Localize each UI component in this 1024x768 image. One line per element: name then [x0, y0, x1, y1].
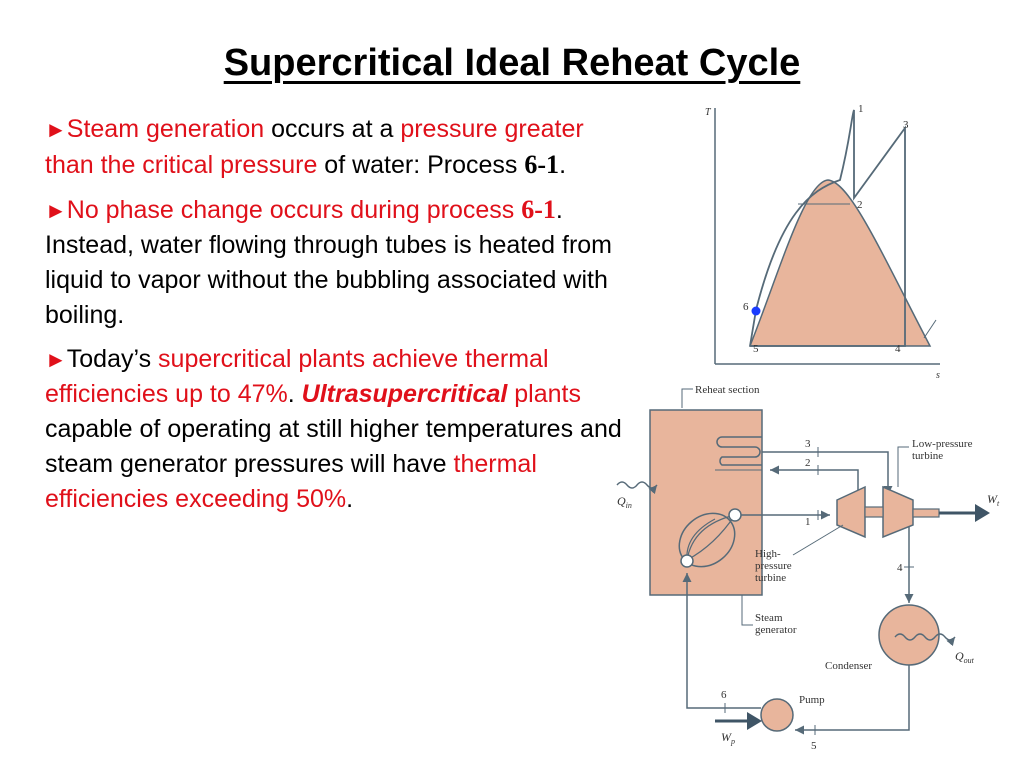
state-2-label: 2: [805, 457, 811, 469]
bullet-arrow-icon: ►: [45, 117, 67, 142]
bullet-arrow-icon: ►: [45, 198, 67, 223]
point-6-label: 6: [743, 301, 749, 313]
condenser: [878, 604, 940, 666]
state-4-label: 4: [897, 562, 903, 574]
output-shaft: [912, 508, 940, 518]
point-1-label: 1: [858, 103, 864, 115]
bullet-2: ►No phase change occurs during process 6…: [45, 192, 623, 333]
reheat-coil: [716, 436, 762, 466]
q-in-label: Qin: [617, 494, 632, 510]
bullet-3-ultra: Ultrasupercritical: [301, 380, 508, 408]
boiler-outlet-node: [728, 508, 742, 522]
bullet-1: ►Steam generation occurs at a pressure g…: [45, 112, 623, 183]
bullet-2-process: 6-1: [521, 195, 556, 224]
point-4-label: 4: [895, 343, 901, 355]
turbine-shaft: [864, 506, 884, 518]
q-out-label: Qout: [955, 649, 975, 665]
t-axis-label: T: [705, 107, 712, 118]
point-5-label: 5: [753, 343, 759, 355]
bullet-3-text-6: capable of operating at still higher tem…: [45, 415, 622, 478]
s-axis-label: s: [936, 370, 940, 381]
pipe-state-3: [762, 451, 893, 495]
bullet-list: ►Steam generation occurs at a pressure g…: [45, 112, 623, 526]
bullet-1-text-4: of water: Process: [317, 151, 525, 179]
w-t-label: Wt: [987, 492, 1000, 508]
steam-generator-leader: [741, 595, 753, 626]
slide-title: Supercritical Ideal Reheat Cycle: [223, 42, 801, 84]
bullet-3-text-7: thermal efficiencies exceeding 50%: [45, 450, 537, 513]
pipe-state-5: [795, 665, 910, 735]
condenser-label: Condenser: [825, 660, 872, 672]
bullet-1-text-1: Steam generation: [66, 115, 265, 143]
bullet-3-text-3: .: [287, 380, 295, 408]
hp-turbine-leader: [792, 524, 844, 556]
bullet-2-text-3: . Instead, water flowing through tubes i…: [45, 196, 612, 329]
vapor-dome: [748, 179, 932, 347]
bullet-3-text-5: plants: [507, 380, 581, 408]
tick-line: [923, 319, 937, 339]
q-in-wave: [616, 481, 658, 495]
ts-diagram: T s 1 2 3 4 5 6: [705, 103, 940, 381]
point-2-label: 2: [857, 199, 863, 211]
reheat-section-leader: [681, 388, 693, 408]
point-3-label: 3: [903, 119, 909, 131]
bullet-arrow-icon: ►: [45, 347, 67, 372]
bullet-1-text-6: .: [559, 151, 567, 179]
state-5-label: 5: [811, 740, 817, 752]
bullet-2-text-1: No phase change occurs during process: [66, 196, 522, 224]
bullet-3: ►Today’s supercritical plants achieve th…: [45, 342, 623, 517]
low-pressure-turbine: [882, 485, 914, 539]
bullet-1-text-2: occurs at a: [264, 115, 401, 143]
pipe-state-6: [682, 573, 761, 709]
reheat-section-label: Reheat section: [695, 384, 760, 396]
w-p-label: Wp: [721, 730, 735, 746]
q-out-wave: [894, 633, 956, 647]
boiler-inlet-node: [680, 554, 694, 568]
cycle-path: [749, 109, 906, 347]
state-6-label: 6: [721, 689, 727, 701]
state-3-label: 3: [805, 438, 811, 450]
steam-generator: [649, 409, 763, 596]
bullet-1-process: 6-1: [524, 150, 560, 179]
bullet-1-text-3: pressure greater than the critical press…: [45, 115, 584, 179]
boiler-tube-line: [686, 514, 736, 561]
lp-turbine-leader: [897, 446, 909, 487]
state-1-label: 1: [805, 516, 811, 528]
pump: [760, 698, 794, 732]
state-6-marker: [751, 306, 761, 316]
bullet-3-text-1: Today’s: [66, 345, 159, 373]
pipe-state-2: [770, 465, 859, 499]
bullet-3-text-2: supercritical plants achieve thermal eff…: [45, 345, 549, 408]
pump-label: Pump: [799, 694, 825, 706]
bullet-3-text-8: .: [346, 485, 354, 513]
high-pressure-turbine: [836, 485, 866, 539]
plant-schematic: Reheat section Qin 3 2 1 Wt Low-pressure…: [616, 384, 1000, 752]
